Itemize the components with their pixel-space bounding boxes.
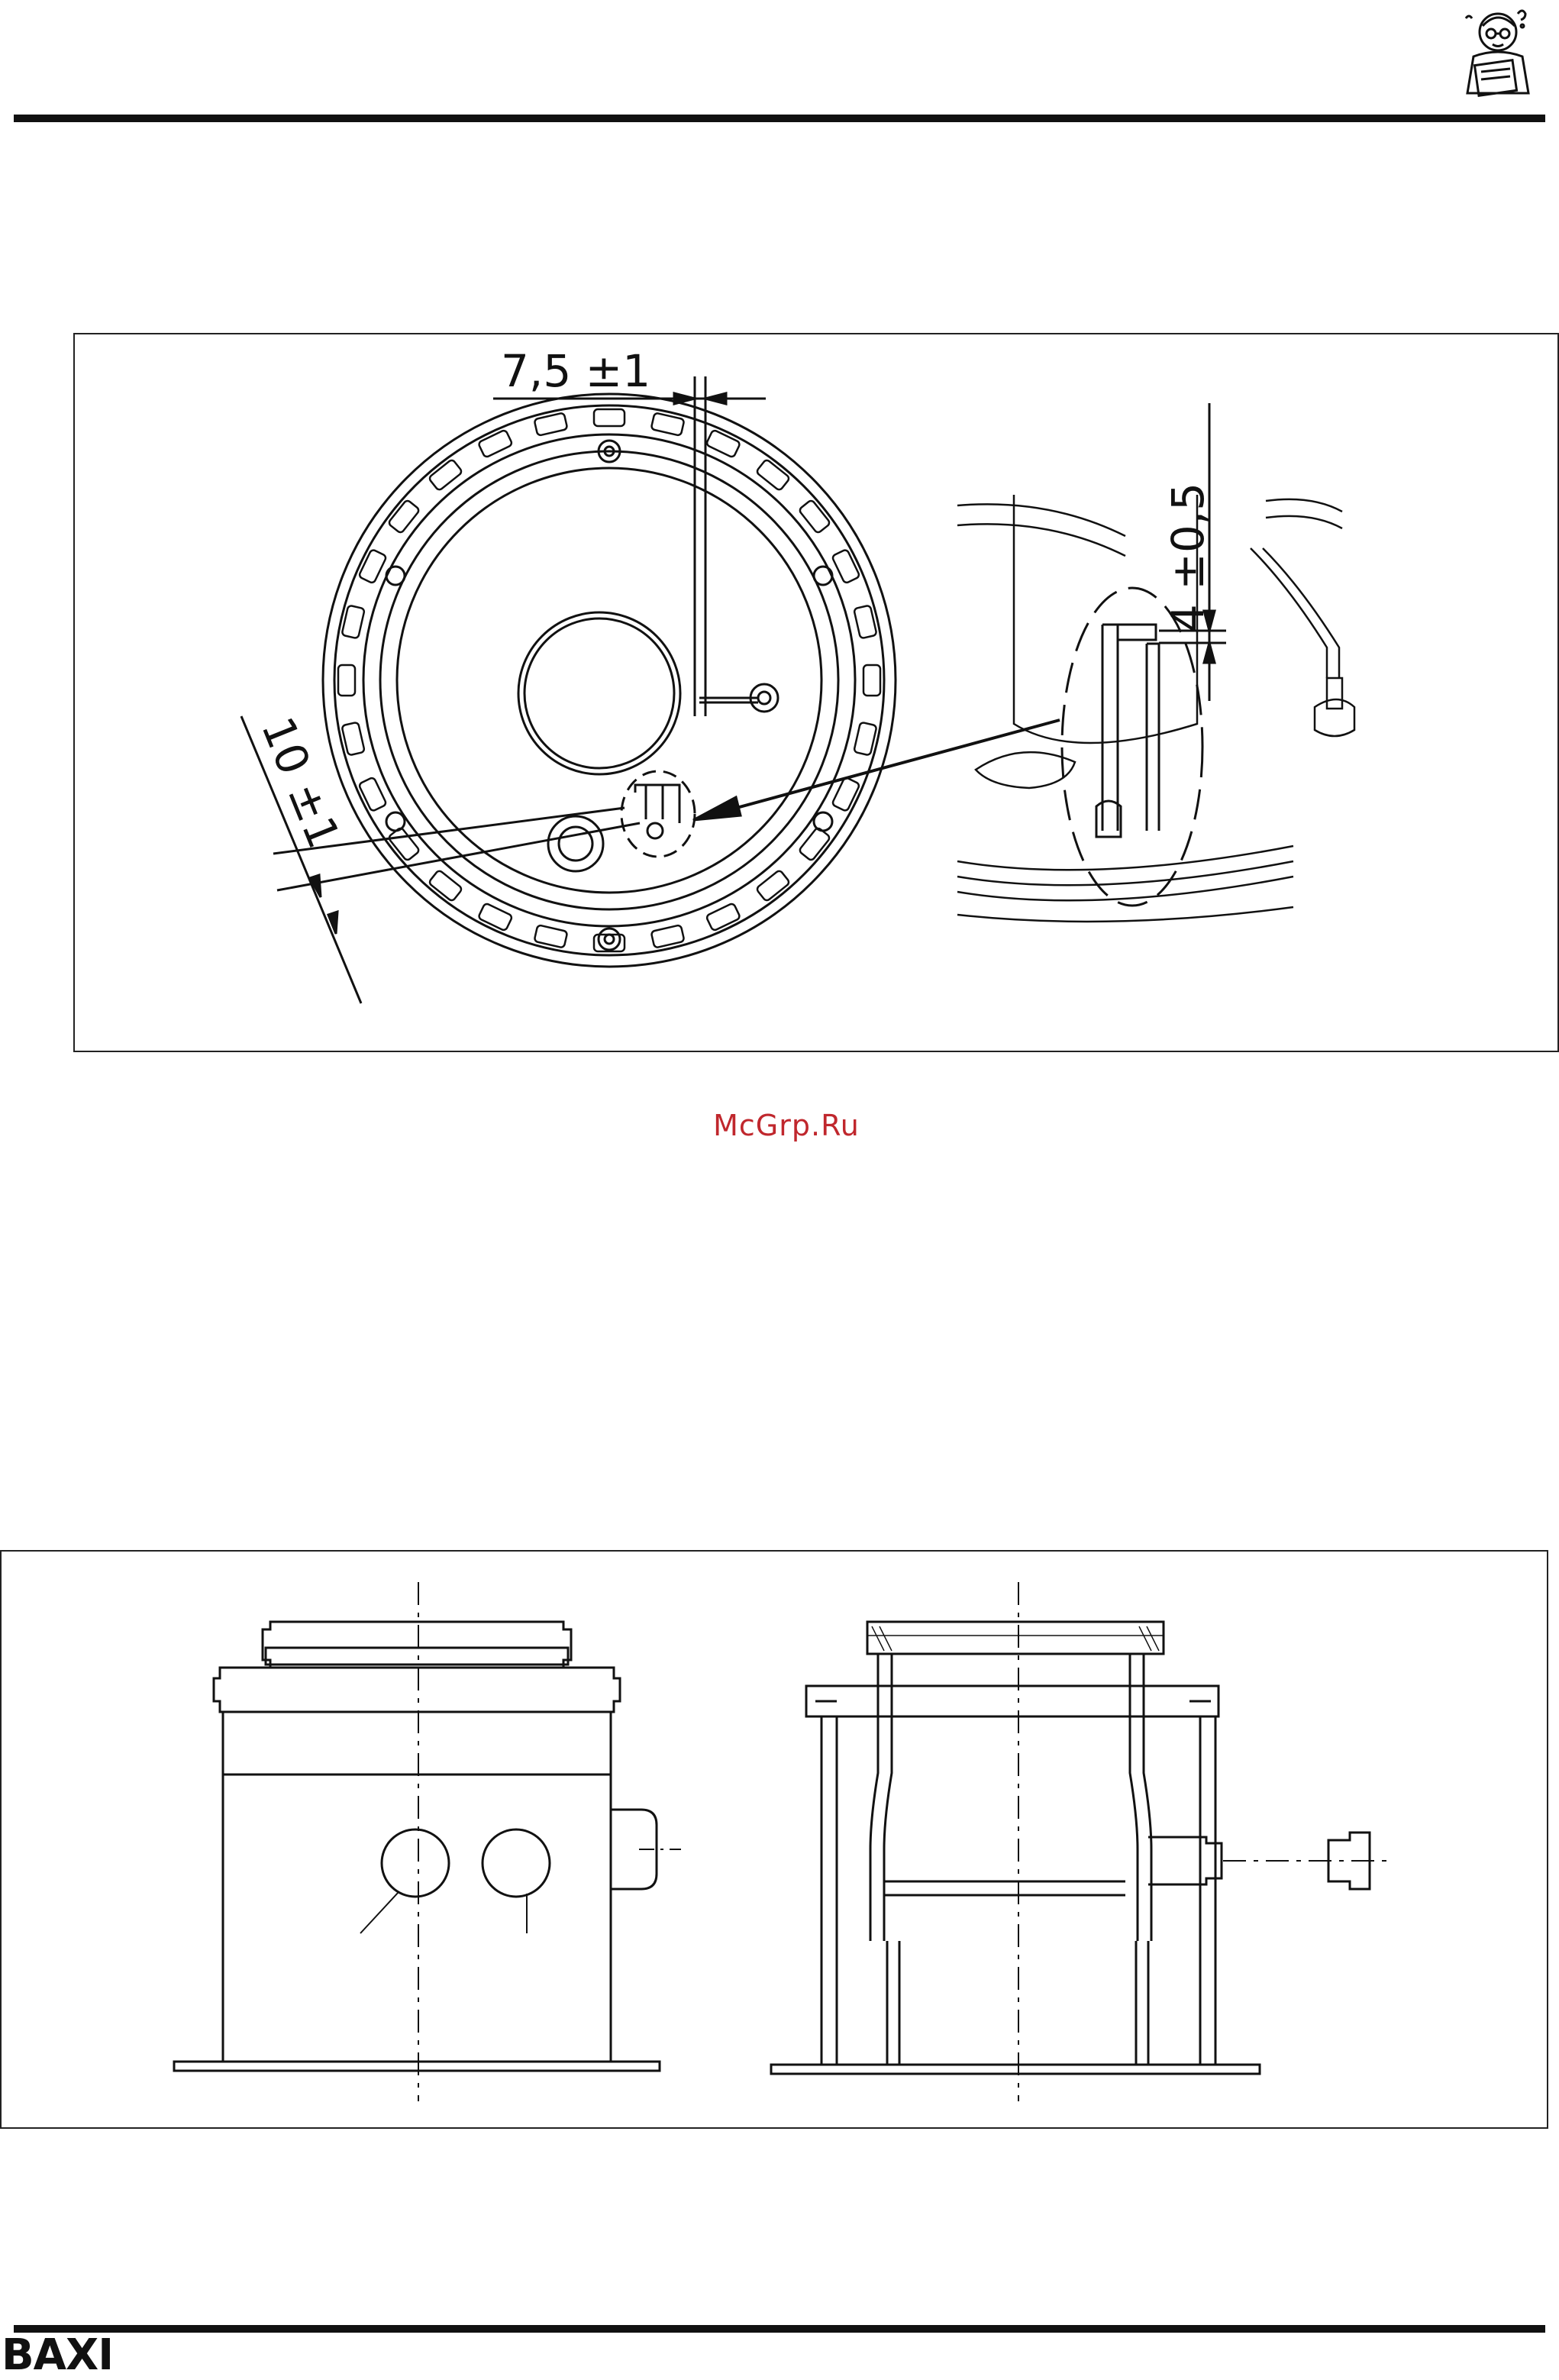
flue-adapter-figure: [0, 1550, 1548, 2129]
watermark: McGrp.Ru: [672, 1109, 901, 1142]
reading-man-icon: [1451, 3, 1544, 108]
header-rule: [14, 115, 1545, 122]
brand-logo: BAXI: [2, 2334, 113, 2377]
burner-ring-drawing: 7,5 ±1 4 ±0,5 10 ±1: [75, 334, 1557, 1051]
dimension-electrode-offset: 10 ±1: [251, 710, 350, 855]
footer-rule: [14, 2325, 1545, 2333]
electrode-position-figure: 7,5 ±1 4 ±0,5 10 ±1: [73, 333, 1559, 1052]
dimension-electrode-height: 4 ±0,5: [1162, 483, 1214, 632]
dimension-electrode-gap: 7,5 ±1: [501, 345, 650, 397]
flue-adapter-drawing: [2, 1552, 1547, 2127]
